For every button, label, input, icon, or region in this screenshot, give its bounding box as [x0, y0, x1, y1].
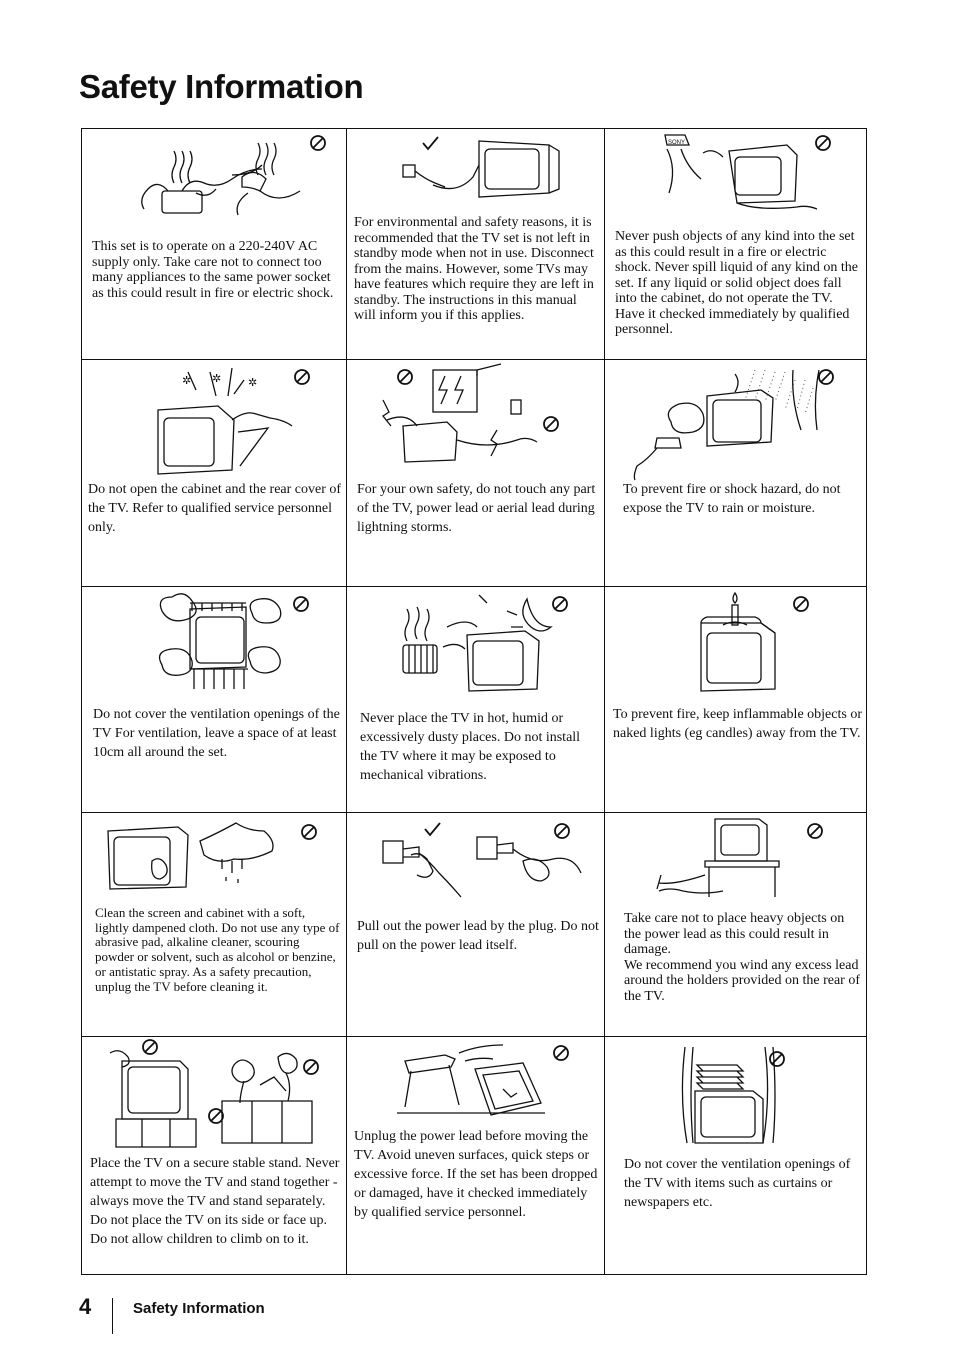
safety-text: Never place the TV in hot, humid or exce… — [360, 711, 581, 783]
safety-text: Do not cover the ventilation openings of… — [624, 1157, 851, 1210]
safety-text: Place the TV on a secure stable stand. N… — [90, 1156, 340, 1247]
safety-cell-rain-moisture: To prevent fire or shock hazard, do not … — [605, 360, 867, 586]
safety-cell-power-lead: Pull out the power lead by the plug. Do … — [347, 813, 604, 1036]
prohibited-icon — [552, 596, 568, 612]
prohibited-icon — [818, 369, 834, 385]
tv-unplug-illustration — [402, 140, 560, 198]
safety-text: To prevent fire, keep inflammable object… — [613, 707, 862, 741]
prohibited-icon — [397, 369, 413, 385]
page-title: Safety Information — [79, 68, 364, 105]
tv-brand-label: SONY — [668, 140, 685, 146]
prohibited-icon — [543, 416, 559, 432]
safety-cell-heavy-objects: Take care not to place heavy objects on … — [605, 813, 867, 1036]
safety-cell-hot-humid: Never place the TV in hot, humid or exce… — [347, 587, 604, 812]
prohibited-icon — [815, 135, 831, 151]
ventilation-space-illustration — [158, 593, 282, 689]
prohibited-icon — [301, 824, 317, 840]
safety-cell-curtains: Do not cover the ventilation openings of… — [605, 1037, 867, 1274]
tv-liquid-illustration: SONY — [664, 134, 818, 210]
prohibited-icon — [208, 1108, 224, 1124]
heavy-object-on-lead-illustration — [656, 818, 780, 897]
open-cabinet-illustration: ✲ ✲ ✲ — [157, 367, 293, 475]
cleaning-illustration — [107, 822, 274, 890]
checkmark-icon — [422, 136, 439, 151]
svg-text:✲: ✲ — [212, 373, 221, 385]
prohibited-icon — [293, 596, 309, 612]
safety-text: This set is to operate on a 220-240V AC … — [92, 239, 334, 301]
prohibited-icon — [553, 1045, 569, 1061]
rain-moisture-illustration — [633, 369, 820, 481]
safety-cell-objects-liquid: SONY Never push objects of any kind into… — [605, 129, 867, 359]
prohibited-icon — [303, 1059, 319, 1075]
safety-cell-stable-stand: Place the TV on a secure stable stand. N… — [82, 1037, 346, 1274]
safety-text: For environmental and safety reasons, it… — [354, 215, 594, 323]
safety-cell-open-cabinet: ✲ ✲ ✲ Do not open the cabinet and the re… — [82, 360, 346, 586]
svg-text:✲: ✲ — [182, 375, 191, 387]
section-label: Safety Information — [133, 1300, 265, 1317]
safety-cell-standby: For environmental and safety reasons, it… — [347, 129, 604, 359]
safety-grid: This set is to operate on a 220-240V AC … — [81, 128, 867, 1275]
candle-on-tv-illustration — [700, 591, 776, 692]
safety-text: To prevent fire or shock hazard, do not … — [623, 482, 841, 516]
svg-text:✲: ✲ — [248, 377, 257, 389]
footer-divider — [112, 1298, 113, 1334]
prohibited-icon — [294, 369, 310, 385]
curtains-newspapers-illustration — [681, 1046, 776, 1144]
safety-text: Take care not to place heavy objects on … — [624, 911, 860, 1004]
safety-cell-moving-tv: Unplug the power lead before moving the … — [347, 1037, 604, 1274]
safety-cell-cleaning: Clean the screen and cabinet with a soft… — [82, 813, 346, 1036]
lightning-storm-illustration — [382, 363, 538, 463]
safety-text: Clean the screen and cabinet with a soft… — [95, 905, 340, 994]
prohibited-icon — [769, 1051, 785, 1067]
prohibited-icon — [554, 823, 570, 839]
stable-stand-illustration — [109, 1050, 313, 1148]
safety-text: Do not cover the ventilation openings of… — [93, 707, 340, 760]
checkmark-icon — [424, 822, 441, 837]
safety-cell-lightning: For your own safety, do not touch any pa… — [347, 360, 604, 586]
prohibited-icon — [793, 596, 809, 612]
prohibited-icon — [142, 1039, 158, 1055]
prohibited-icon — [310, 135, 326, 151]
safety-text: For your own safety, do not touch any pa… — [357, 482, 596, 535]
safety-cell-power-supply: This set is to operate on a 220-240V AC … — [82, 129, 346, 359]
hot-humid-illustration — [402, 594, 553, 692]
page-number: 4 — [79, 1294, 92, 1319]
dropped-tv-illustration — [397, 1044, 545, 1116]
overloaded-socket-illustration — [141, 142, 301, 216]
safety-text: Never push objects of any kind into the … — [615, 229, 859, 337]
safety-text: Do not open the cabinet and the rear cov… — [88, 482, 342, 535]
safety-cell-naked-lights: To prevent fire, keep inflammable object… — [605, 587, 867, 812]
safety-text: Pull out the power lead by the plug. Do … — [357, 919, 599, 953]
safety-text: Unplug the power lead before moving the … — [354, 1129, 598, 1220]
safety-cell-ventilation-space: Do not cover the ventilation openings of… — [82, 587, 346, 812]
pull-plug-illustration — [382, 836, 582, 898]
prohibited-icon — [807, 823, 823, 839]
